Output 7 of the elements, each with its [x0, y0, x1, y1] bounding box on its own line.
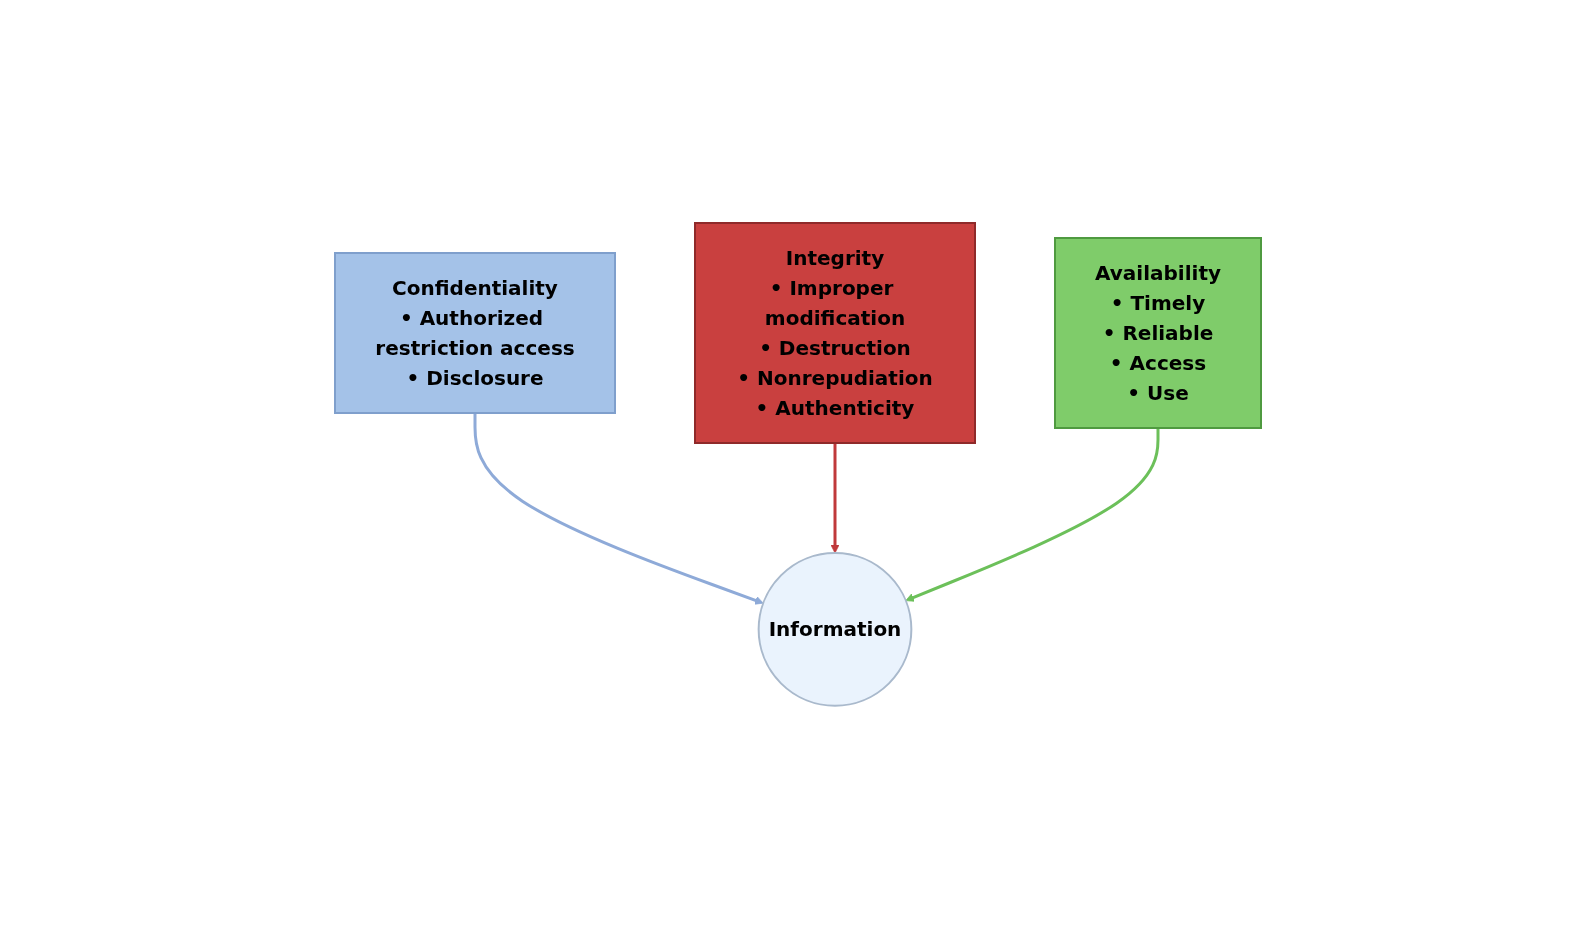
arrow	[905, 427, 1160, 602]
arrow	[473, 412, 764, 605]
node-circle: Information	[757, 551, 913, 707]
node-box: Confidentiality • Authorized restriction access • Disclosure	[334, 251, 616, 414]
node-box: Availability • Timely • Reliable • Access • Use	[1054, 236, 1262, 429]
arrow	[830, 442, 840, 554]
node-box: Integrity • Improper modification • Destruction • Nonrepudiation • Authenticity	[694, 221, 976, 444]
